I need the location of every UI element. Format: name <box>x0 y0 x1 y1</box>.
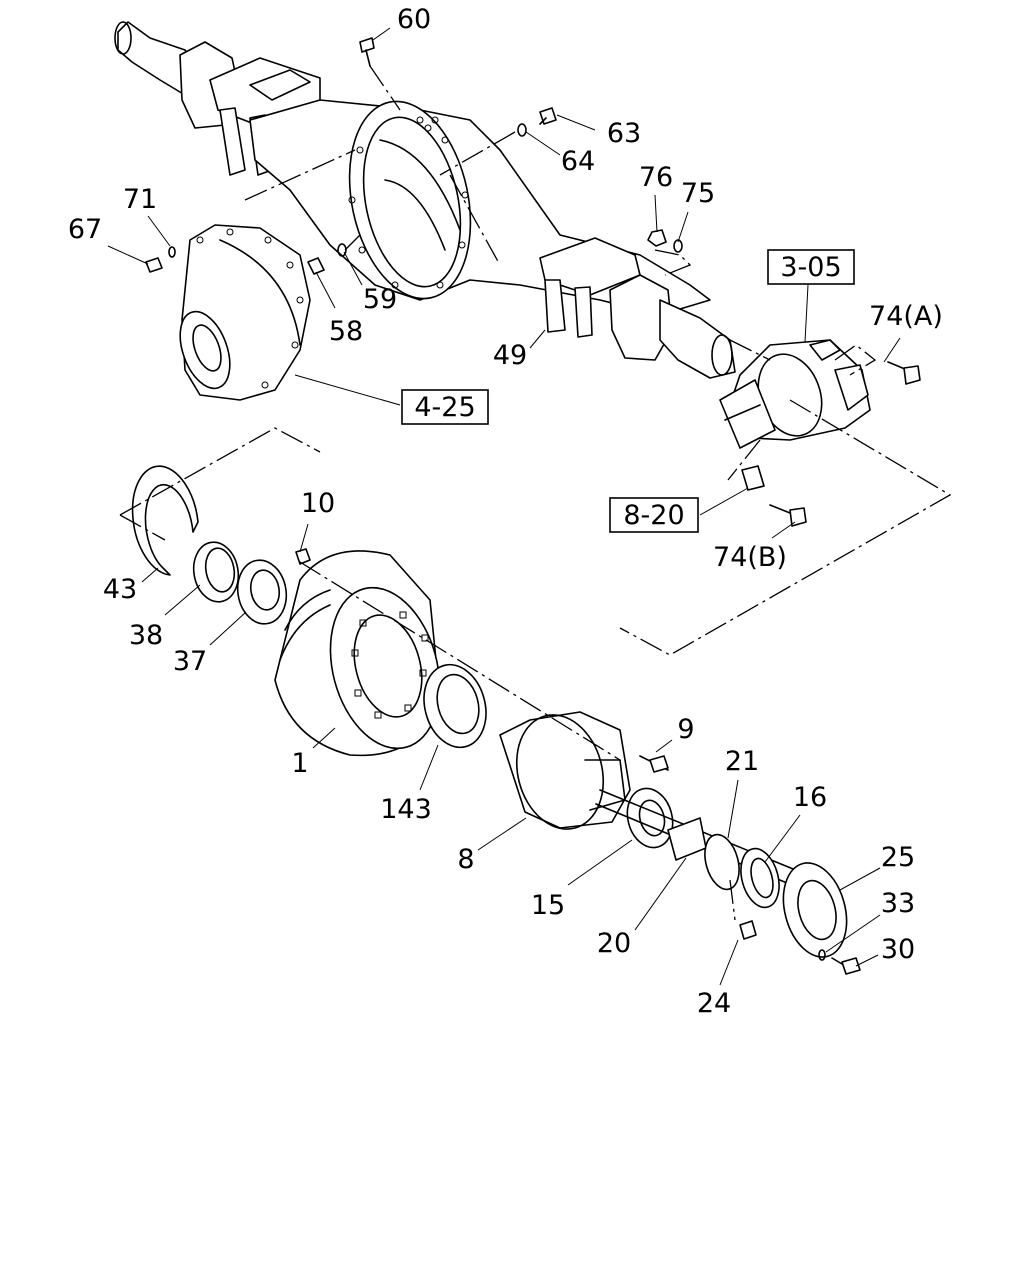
callout-25: 25 <box>881 842 915 873</box>
callout-63: 63 <box>607 118 641 149</box>
callout-33: 33 <box>881 888 915 919</box>
callout-labels: 60 63 64 76 75 71 67 59 58 49 74(A) 74(B… <box>68 4 943 1019</box>
reference-box-4-25: 4-25 <box>401 389 489 425</box>
callout-76: 76 <box>639 162 673 193</box>
knuckle-bracket <box>719 339 871 449</box>
reference-box-3-05: 3-05 <box>767 249 855 285</box>
callout-59: 59 <box>363 284 397 315</box>
callout-71: 71 <box>123 184 157 215</box>
callout-60: 60 <box>397 4 431 35</box>
assembly-lines <box>119 65 952 921</box>
callout-37: 37 <box>173 646 207 677</box>
differential-cover <box>179 224 311 401</box>
callout-20: 20 <box>597 928 631 959</box>
callout-43: 43 <box>103 574 137 605</box>
reference-box-8-20: 8-20 <box>609 497 699 533</box>
upper-hardware <box>145 37 921 527</box>
reference-label: 4-25 <box>414 392 475 423</box>
callout-24: 24 <box>697 988 731 1019</box>
callout-21: 21 <box>725 746 759 777</box>
callout-74b: 74(B) <box>713 542 787 573</box>
callout-10: 10 <box>301 488 335 519</box>
callout-49: 49 <box>493 340 527 371</box>
callout-8: 8 <box>457 844 474 875</box>
callout-1: 1 <box>291 748 308 779</box>
callout-15: 15 <box>531 890 565 921</box>
callout-58: 58 <box>329 316 363 347</box>
reference-label: 3-05 <box>780 252 841 283</box>
leader-lines <box>107 27 901 986</box>
axle-housing <box>114 21 736 379</box>
callout-64: 64 <box>561 146 595 177</box>
reference-label: 8-20 <box>623 500 684 531</box>
callout-75: 75 <box>681 178 715 209</box>
callout-38: 38 <box>129 620 163 651</box>
callout-16: 16 <box>793 782 827 813</box>
hub-assembly <box>131 465 861 975</box>
callout-9: 9 <box>677 714 694 745</box>
callout-74a: 74(A) <box>869 301 943 332</box>
callout-30: 30 <box>881 934 915 965</box>
callout-143: 143 <box>380 794 432 825</box>
callout-67: 67 <box>68 214 102 245</box>
